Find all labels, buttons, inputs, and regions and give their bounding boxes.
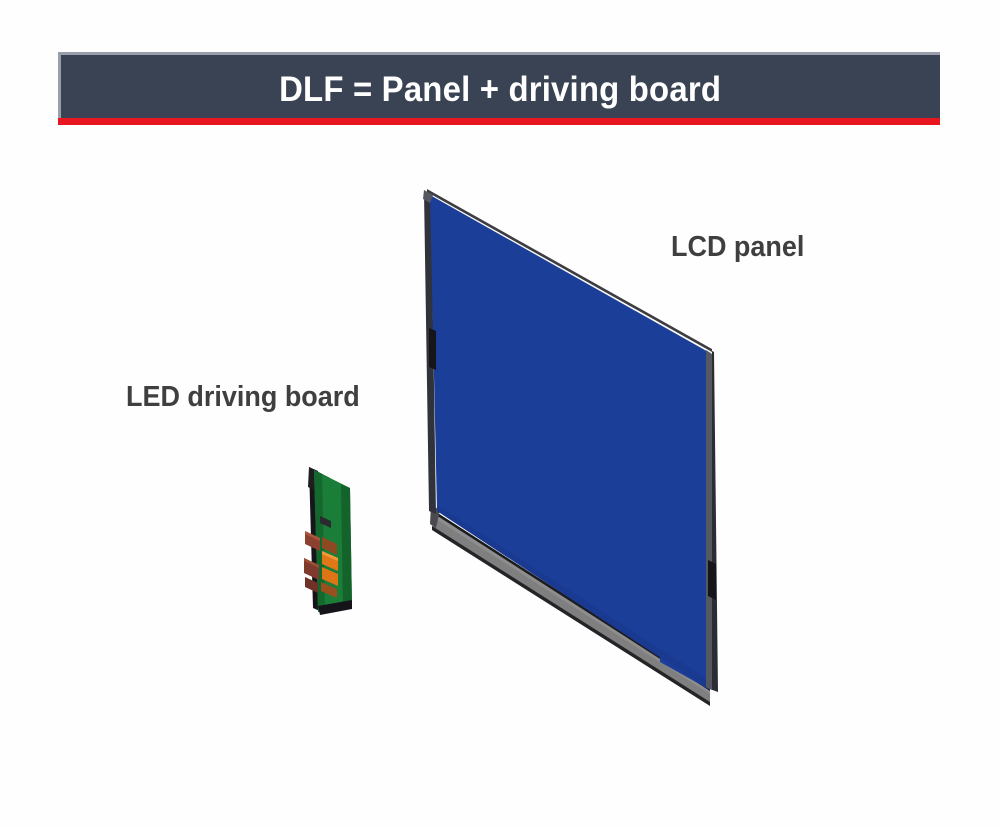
lcd-panel-chassis-top-outline <box>436 512 710 691</box>
led-board-top-wedge <box>308 467 330 497</box>
led-board-component-connector-2-top <box>304 558 319 568</box>
lcd-panel-top-bezel <box>427 191 712 362</box>
led-board-component-connector-3 <box>305 577 318 593</box>
label-led-driving-board: LED driving board <box>126 381 360 413</box>
slide-title-underline <box>58 118 940 125</box>
led-board-component-connector-1-top <box>305 531 320 541</box>
led-board-bottom-edge <box>318 600 352 615</box>
led-board-component-capacitor-2 <box>322 551 338 571</box>
lcd-panel-bottom-chassis <box>432 512 710 705</box>
lcd-panel-left-nick <box>429 328 436 370</box>
lcd-panel-top-bezel-highlight <box>427 191 712 356</box>
lcd-panel-screen-face <box>430 195 710 690</box>
slide-title-text: DLF = Panel + driving board <box>279 69 722 109</box>
lcd-panel-screen-bottom-shade <box>437 505 710 690</box>
lcd-panel-right-edge <box>703 346 718 692</box>
led-board-pcb-shade <box>341 484 352 607</box>
led-board-pcb-shade-left <box>314 470 325 612</box>
lcd-panel-bezel-under-outline <box>427 200 712 364</box>
lcd-panel-bottom-chassis-shade <box>436 512 710 694</box>
led-board-pcb-face <box>314 470 352 612</box>
slide-title-banner: DLF = Panel + driving board <box>58 52 940 124</box>
led-board-component-capacitor-1 <box>322 537 337 555</box>
lcd-panel-bottom-left-corner <box>430 505 440 528</box>
led-board-side-edge <box>309 467 322 612</box>
led-board-component-capacitor-2-top <box>322 551 338 561</box>
lcd-panel-right-highlight <box>706 350 712 690</box>
lcd-panel-top-outline <box>427 189 712 352</box>
lcd-panel-left-edge <box>424 192 436 514</box>
lcd-panel-right-nick <box>708 560 716 600</box>
led-driving-board-graphic <box>304 467 352 615</box>
lcd-panel-chassis-bottom-outline <box>432 526 710 706</box>
led-board-component-chip <box>320 516 331 528</box>
lcd-panel-screen-shading <box>660 325 710 690</box>
lcd-panel-corner-notch <box>423 190 433 203</box>
label-lcd-panel: LCD panel <box>671 231 805 263</box>
led-board-component-capacitor-3 <box>322 567 338 586</box>
led-board-component-connector-2 <box>304 558 319 580</box>
led-board-component-connector-1 <box>305 531 320 551</box>
lcd-panel-graphic <box>423 189 718 706</box>
led-board-component-capacitor-4 <box>321 582 337 598</box>
